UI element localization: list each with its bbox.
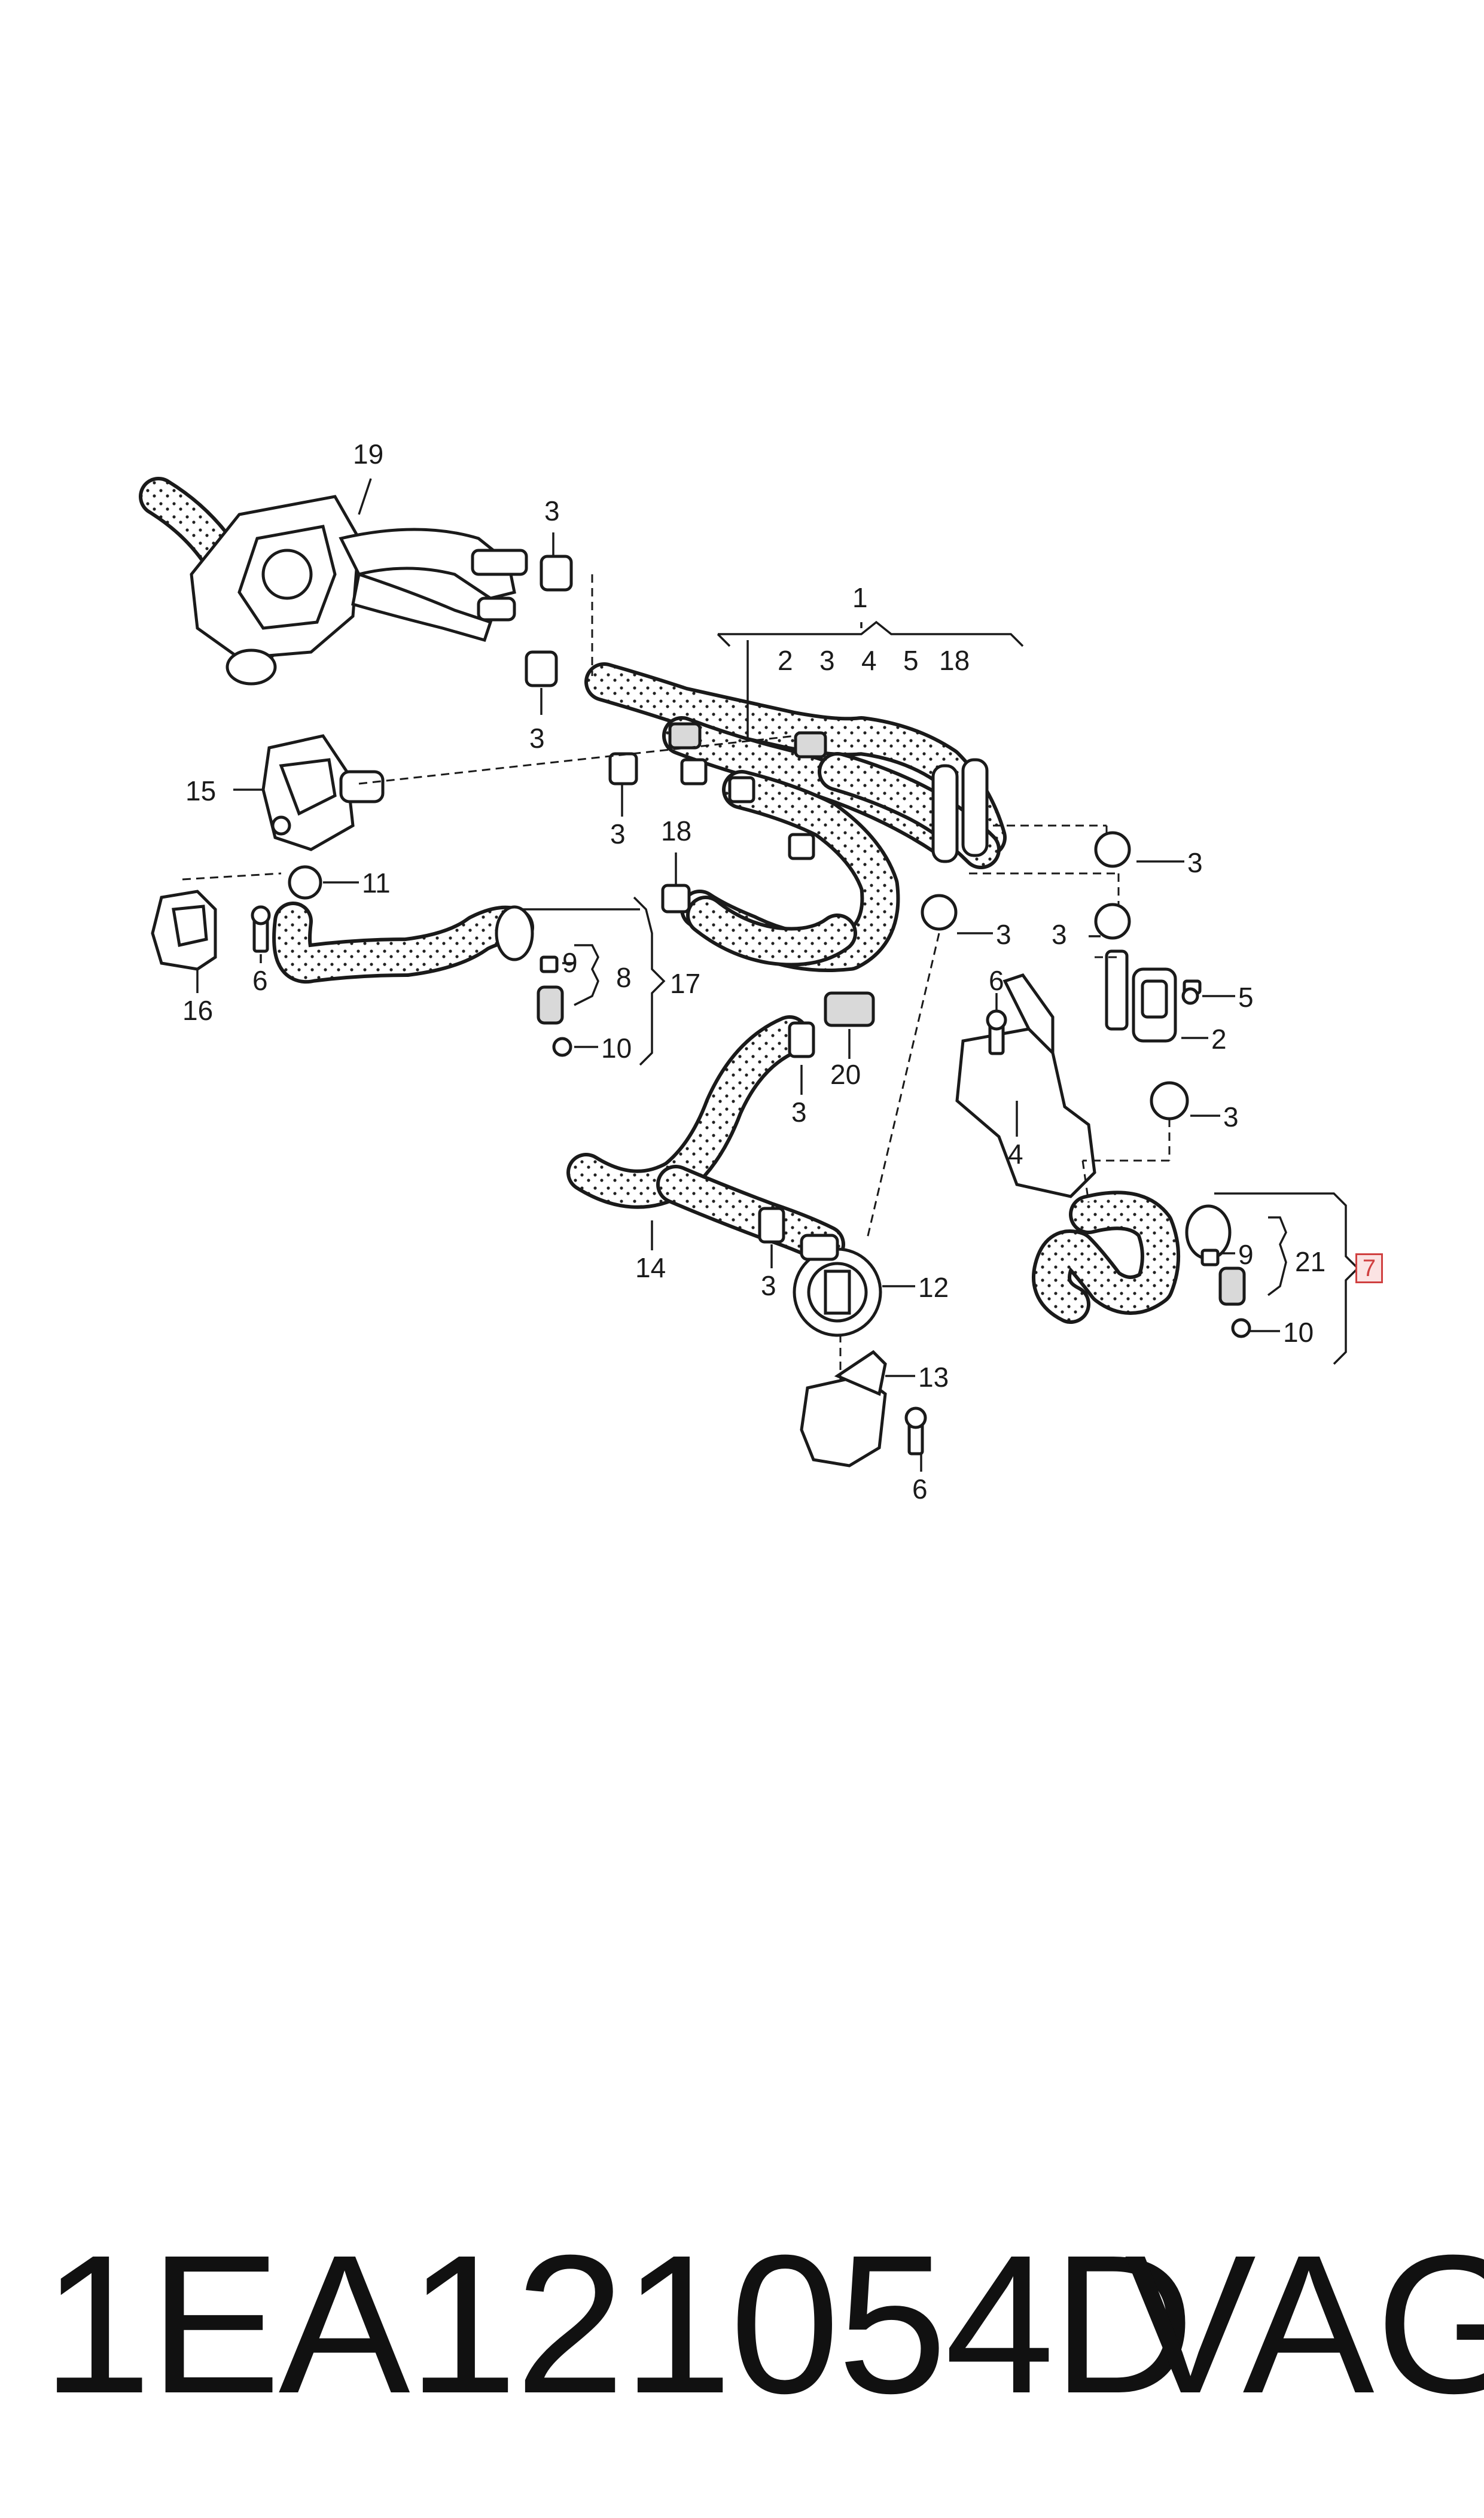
label-12: 12 [918,1272,949,1303]
label-1-sub-3: 3 [819,645,835,676]
brand-name: VAG [1125,2213,1484,2434]
label-9: 9 [562,947,578,978]
label-3: 3 [996,919,1011,950]
label-11: 11 [362,867,391,899]
label-1: 1 [852,582,868,613]
label-6: 6 [252,965,268,996]
label-9: 9 [1238,1239,1254,1270]
auxiliary-pump-12 [793,1234,882,1337]
hose-17 [272,865,534,984]
reference-marker-7: 7 [1355,1253,1383,1283]
label-17: 17 [670,968,700,999]
part-labels: 19 3 3 1 2 3 4 5 18 15 3 18 11 16 6 9 8 … [182,439,1325,1505]
label-1-sub-4: 4 [861,645,877,676]
hose-14 [566,991,875,1264]
label-14: 14 [635,1252,666,1283]
sensor-assembly-8 [537,955,572,1057]
label-16: 16 [182,995,213,1026]
label-3: 3 [1052,919,1067,950]
coolant-valve-assembly-19 [139,477,528,686]
label-3: 3 [544,495,560,526]
label-3: 3 [791,1097,807,1128]
label-19: 19 [353,439,383,470]
label-21: 21 [1295,1246,1325,1277]
label-1-sub-2: 2 [778,645,793,676]
label-4: 4 [1008,1138,1023,1170]
connection-lines [182,574,1171,1382]
label-1-sub-5: 5 [903,645,919,676]
label-3: 3 [761,1270,776,1301]
hose-assembly-1 [584,662,1007,972]
label-10: 10 [601,1033,632,1064]
hose-assembly-21 [1032,1191,1251,1338]
label-15: 15 [185,775,216,806]
label-20: 20 [830,1059,861,1090]
label-1-sub-18: 18 [939,645,970,676]
screw-6-left [251,905,271,953]
label-10: 10 [1283,1317,1314,1348]
bracket-4 [955,973,1096,1198]
label-5: 5 [1238,982,1254,1013]
coolant-pump-15 [261,734,385,851]
screw-6-mid [986,1009,1007,1055]
label-8: 8 [616,962,632,993]
label-13: 13 [918,1362,949,1393]
bracket-16 [151,890,217,971]
label-18: 18 [661,815,691,847]
hose-18 [661,884,857,967]
bracket-13 [800,1350,927,1467]
label-6: 6 [912,1473,928,1505]
label-3: 3 [610,818,626,850]
label-3: 3 [1187,847,1203,878]
label-2: 2 [1211,1024,1227,1055]
label-3: 3 [1223,1101,1239,1132]
label-6: 6 [989,965,1004,996]
part-number: 1EA121054D [42,2213,1194,2434]
label-3: 3 [529,723,545,754]
leader-lines [196,478,1360,1472]
hose-clips [525,555,1199,1121]
